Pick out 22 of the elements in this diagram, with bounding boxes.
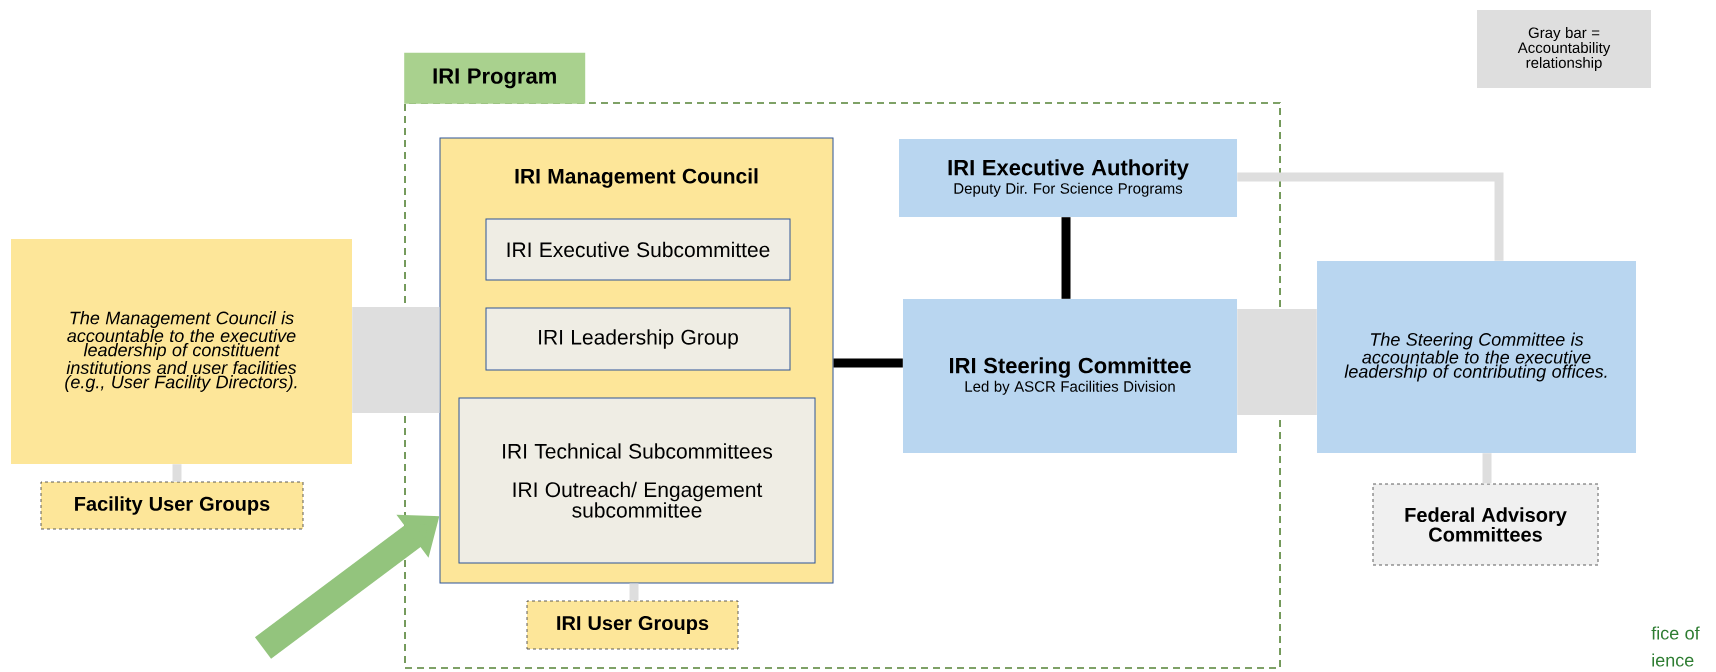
group-box: Federal Advisory Committees xyxy=(1372,483,1599,566)
accountability-bar xyxy=(352,307,440,413)
legend-box: Gray bar = Accountability relationship xyxy=(1477,10,1651,88)
accountability-bar xyxy=(1482,453,1492,484)
group-box: Facility User Groups xyxy=(40,481,304,530)
connector-line xyxy=(1061,217,1071,299)
accountability-bar xyxy=(1237,309,1317,415)
accountability-bar xyxy=(629,583,639,601)
group-box: IRI User Groups xyxy=(526,600,739,650)
note-box: The Steering Committee is accountable to the executive leadership of contributing offices. xyxy=(1317,261,1636,453)
committee-box: IRI Leadership Group xyxy=(485,307,791,371)
heading-tab: IRI Program xyxy=(404,52,586,104)
accountability-bar xyxy=(172,464,182,482)
footer-text: ience xyxy=(1652,653,1694,667)
footer-text: fice of xyxy=(1651,626,1700,640)
connector-line xyxy=(833,358,903,368)
committee-box: IRI Executive Subcommittee xyxy=(485,218,791,281)
note-box: The Management Council is accountable to the executive leadership of constituent institutions and user facilities (e.g., User Facility Directors). xyxy=(11,239,352,464)
accountability-bar xyxy=(1237,172,1504,261)
committee-box: IRI Steering Committee Led by ASCR Facilities Division xyxy=(903,299,1237,453)
committee-box: IRI Executive Authority Deputy Dir. For Science Programs xyxy=(899,139,1237,217)
committee-box: IRI Technical Subcommittees IRI Outreach/ Engagement subcommittee xyxy=(458,397,816,564)
